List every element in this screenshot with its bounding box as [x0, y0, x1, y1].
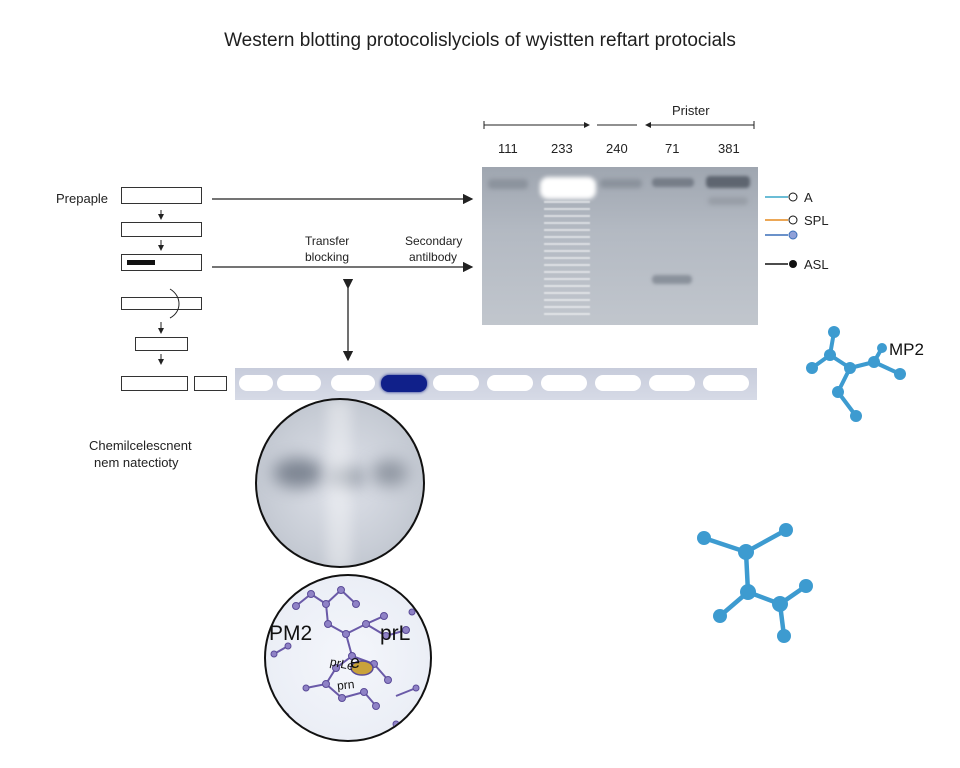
gel-band-lane5-b [708, 197, 748, 205]
lane-label-1: 111 [498, 141, 518, 156]
gel-ladder-lane2 [544, 201, 590, 316]
flow-step-1 [121, 187, 202, 204]
molecule-icon-bottom [697, 523, 813, 643]
zoom-center-letter: e [350, 652, 361, 672]
molecule-label: MP2 [889, 340, 924, 359]
blocking-label: blocking [305, 250, 350, 264]
strip-well-2 [277, 375, 321, 391]
antibody-label: antilbody [409, 250, 458, 264]
lane-label-3: 240 [606, 141, 628, 156]
gel-band-lane2-bright [540, 177, 596, 199]
gel-band-lane1 [488, 179, 528, 189]
gel-band-lane4-low [652, 275, 692, 284]
legend [765, 192, 798, 268]
gold-center [350, 660, 374, 676]
transfer-label: Transfer [305, 234, 350, 248]
flow-step-5 [135, 337, 188, 351]
zoom-label-right: prL [380, 622, 411, 645]
legend-label-spl: SPL [804, 213, 829, 228]
strip-well-3 [331, 375, 375, 391]
flow-step-3 [121, 254, 202, 271]
lane-label-5: 381 [718, 141, 740, 156]
detection-label-2: nem natectioty [94, 455, 179, 470]
flow-step-6b [194, 376, 227, 391]
molecule-icon-top [806, 326, 906, 422]
legend-label-a: A [804, 190, 813, 205]
flow-step-3-fill [127, 260, 155, 265]
gel-band-lane3 [600, 179, 642, 188]
strip-well-8 [595, 375, 641, 391]
flow-step-4 [121, 297, 202, 310]
gel-image [482, 167, 758, 325]
blot-lane-streak [327, 400, 351, 566]
strip-well-6 [487, 375, 533, 391]
gel-band-lane4 [652, 178, 694, 187]
lane-label-4: 71 [665, 141, 680, 156]
strip-well-10 [703, 375, 749, 391]
legend-label-asl: ASL [804, 257, 829, 272]
strip-well-1 [239, 375, 273, 391]
flow-step-6a [121, 376, 188, 391]
strip-well-7 [541, 375, 587, 391]
strip-well-5 [433, 375, 479, 391]
curved-arrow [169, 288, 180, 319]
blot-smear-1 [273, 458, 323, 488]
membrane-strip [235, 368, 757, 400]
molecule-zoom-circle [264, 574, 432, 742]
zoom-small-label-2: prn [336, 677, 356, 693]
detection-label-1: Chemilcelescnent [89, 438, 192, 453]
strip-well-9 [649, 375, 695, 391]
purple-molecule-network [270, 586, 420, 728]
zoom-label-left: PM2 [269, 622, 313, 645]
lane-label-2: 233 [551, 141, 573, 156]
blot-smear-2 [327, 466, 367, 488]
flow-step-2 [121, 222, 202, 237]
secondary-label: Secondary [405, 234, 463, 248]
strip-well-4-dark [381, 375, 427, 392]
blot-detail-circle [255, 398, 425, 568]
gel-band-lane5 [706, 176, 750, 188]
gel-header-label: Prister [672, 103, 710, 118]
page-title: Western blotting protocolislyciols of wy… [224, 30, 736, 51]
blot-smear-3 [372, 460, 408, 486]
prepare-label: Prepaple [56, 191, 109, 206]
